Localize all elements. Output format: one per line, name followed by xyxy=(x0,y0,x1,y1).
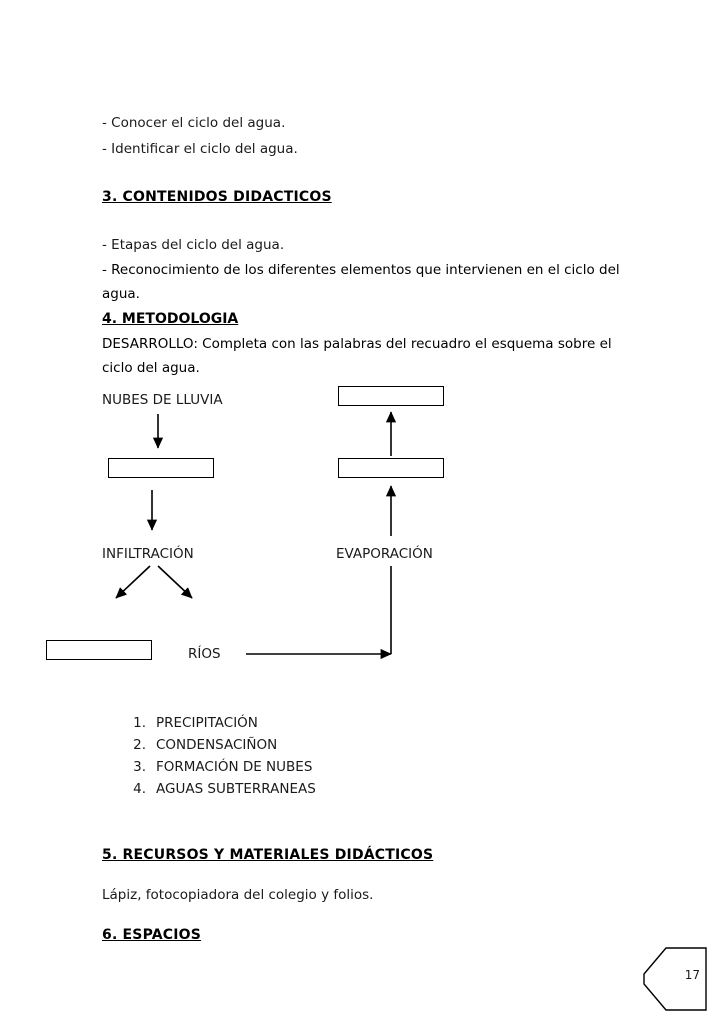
objective-line-2: - Identificar el ciclo del agua. xyxy=(102,141,298,157)
list-item-label: CONDENSACIÑON xyxy=(156,737,278,753)
spacer xyxy=(102,908,642,922)
list-item-label: PRECIPITACIÓN xyxy=(156,715,258,731)
spacer xyxy=(102,210,642,232)
answer-box-bottom-left[interactable] xyxy=(46,640,152,660)
list-item-number: 4. xyxy=(133,781,146,797)
answer-box-left-middle[interactable] xyxy=(108,458,214,478)
list-item: 4. AGUAS SUBTERRANEAS xyxy=(120,778,520,800)
content-line-3: agua. xyxy=(102,286,140,302)
section-5-heading: 5. RECURSOS Y MATERIALES DIDÁCTICOS xyxy=(102,847,434,863)
page-corner-decoration xyxy=(636,940,708,1012)
answer-box-right-middle[interactable] xyxy=(338,458,444,478)
list-item: 3. FORMACIÓN DE NUBES xyxy=(120,756,520,778)
diagram-arrows xyxy=(115,411,397,660)
water-cycle-diagram: NUBES DE LLUVIA INFILTRACIÓN EVAPORACIÓN… xyxy=(40,378,700,678)
list-item-label: FORMACIÓN DE NUBES xyxy=(156,759,313,775)
diagram-label-evaporacion: EVAPORACIÓN xyxy=(336,546,433,562)
page-number: 17 xyxy=(684,968,700,982)
list-item-label: AGUAS SUBTERRANEAS xyxy=(156,781,316,797)
document-body-lower: 5. RECURSOS Y MATERIALES DIDÁCTICOS Lápi… xyxy=(102,842,642,948)
section-3-heading: 3. CONTENIDOS DIDACTICOS xyxy=(102,189,332,205)
list-item: 2. CONDENSACIÑON xyxy=(120,734,520,756)
list-item: 1. PRECIPITACIÓN xyxy=(120,712,520,734)
spacer xyxy=(102,162,642,184)
diagram-label-infiltracion: INFILTRACIÓN xyxy=(102,546,194,562)
list-item-number: 2. xyxy=(133,737,146,753)
content-line-1: - Etapas del ciclo del agua. xyxy=(102,237,285,253)
diagram-label-rios: RÍOS xyxy=(188,646,221,662)
spacer xyxy=(102,868,642,882)
objective-line-1: - Conocer el ciclo del agua. xyxy=(102,115,286,131)
document-body: - Conocer el ciclo del agua. - Identific… xyxy=(102,110,642,380)
section-4-heading: 4. METODOLOGIA xyxy=(102,311,239,327)
answer-box-top-right[interactable] xyxy=(338,386,444,406)
diagram-label-nubes-de-lluvia: NUBES DE LLUVIA xyxy=(102,392,223,408)
methodology-line-1: DESARROLLO: Completa con las palabras de… xyxy=(102,336,612,352)
word-bank-list: 1. PRECIPITACIÓN 2. CONDENSACIÑON 3. FOR… xyxy=(120,712,520,800)
section-6-heading: 6. ESPACIOS xyxy=(102,927,202,943)
list-item-number: 3. xyxy=(133,759,146,775)
resources-text: Lápiz, fotocopiadora del colegio y folio… xyxy=(102,887,374,903)
list-item-number: 1. xyxy=(133,715,146,731)
methodology-line-2: ciclo del agua. xyxy=(102,360,200,376)
content-line-2: - Reconocimiento de los diferentes eleme… xyxy=(102,262,620,278)
